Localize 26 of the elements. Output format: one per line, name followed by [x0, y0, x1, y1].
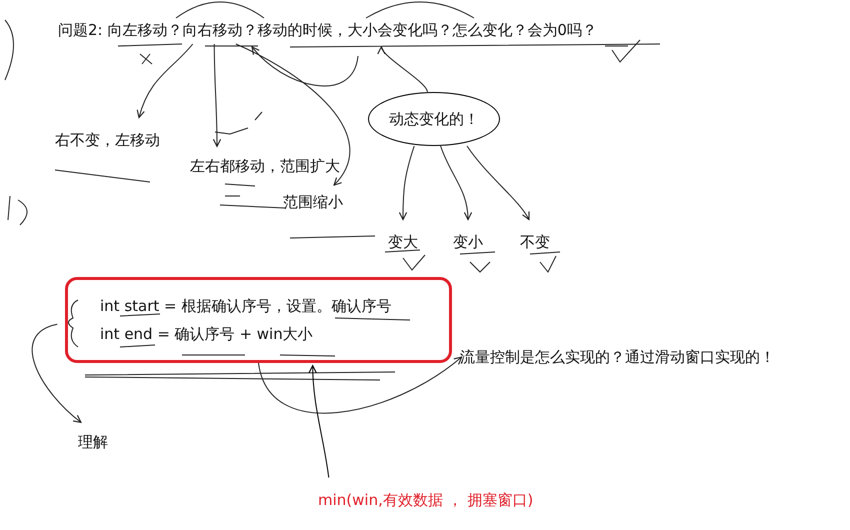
arrow — [380, 46, 428, 92]
text-line: int end = 确认序号 + win大小 — [100, 324, 314, 345]
text-line: 变小 — [453, 232, 483, 253]
arrow — [212, 44, 222, 147]
text-line: int start = 根据确认序号，设置。确认序号 — [100, 296, 392, 317]
text-line: 流量控制是怎么实现的？通过滑动窗口实现的！ — [460, 347, 776, 368]
text-line: 范围缩小 — [283, 192, 343, 213]
text-line: 理解 — [78, 432, 108, 453]
text-line: 左右都移动，范围扩大 — [190, 156, 340, 177]
text-line: 右不变，左移动 — [55, 130, 160, 151]
text-line: 问题2: 向左移动？向右移动？移动的时候，大小会变化吗？怎么变化？会为0吗？ — [58, 20, 597, 41]
arrow — [466, 146, 530, 220]
text-line: min(win,有效数据 ， 拥塞窗口) — [318, 490, 534, 511]
arrow — [440, 146, 472, 220]
arrow — [258, 356, 462, 414]
text-line: 变大 — [388, 232, 418, 253]
highlight-box — [65, 277, 452, 363]
ellipse-node — [368, 92, 500, 146]
text-line: 不变 — [520, 232, 550, 253]
arrow — [251, 46, 358, 86]
arrow — [235, 44, 350, 186]
arrow — [137, 44, 194, 118]
arrow — [398, 146, 415, 220]
arrow — [308, 365, 330, 478]
arrow — [32, 324, 82, 423]
text-line: 动态变化的！ — [389, 109, 479, 130]
